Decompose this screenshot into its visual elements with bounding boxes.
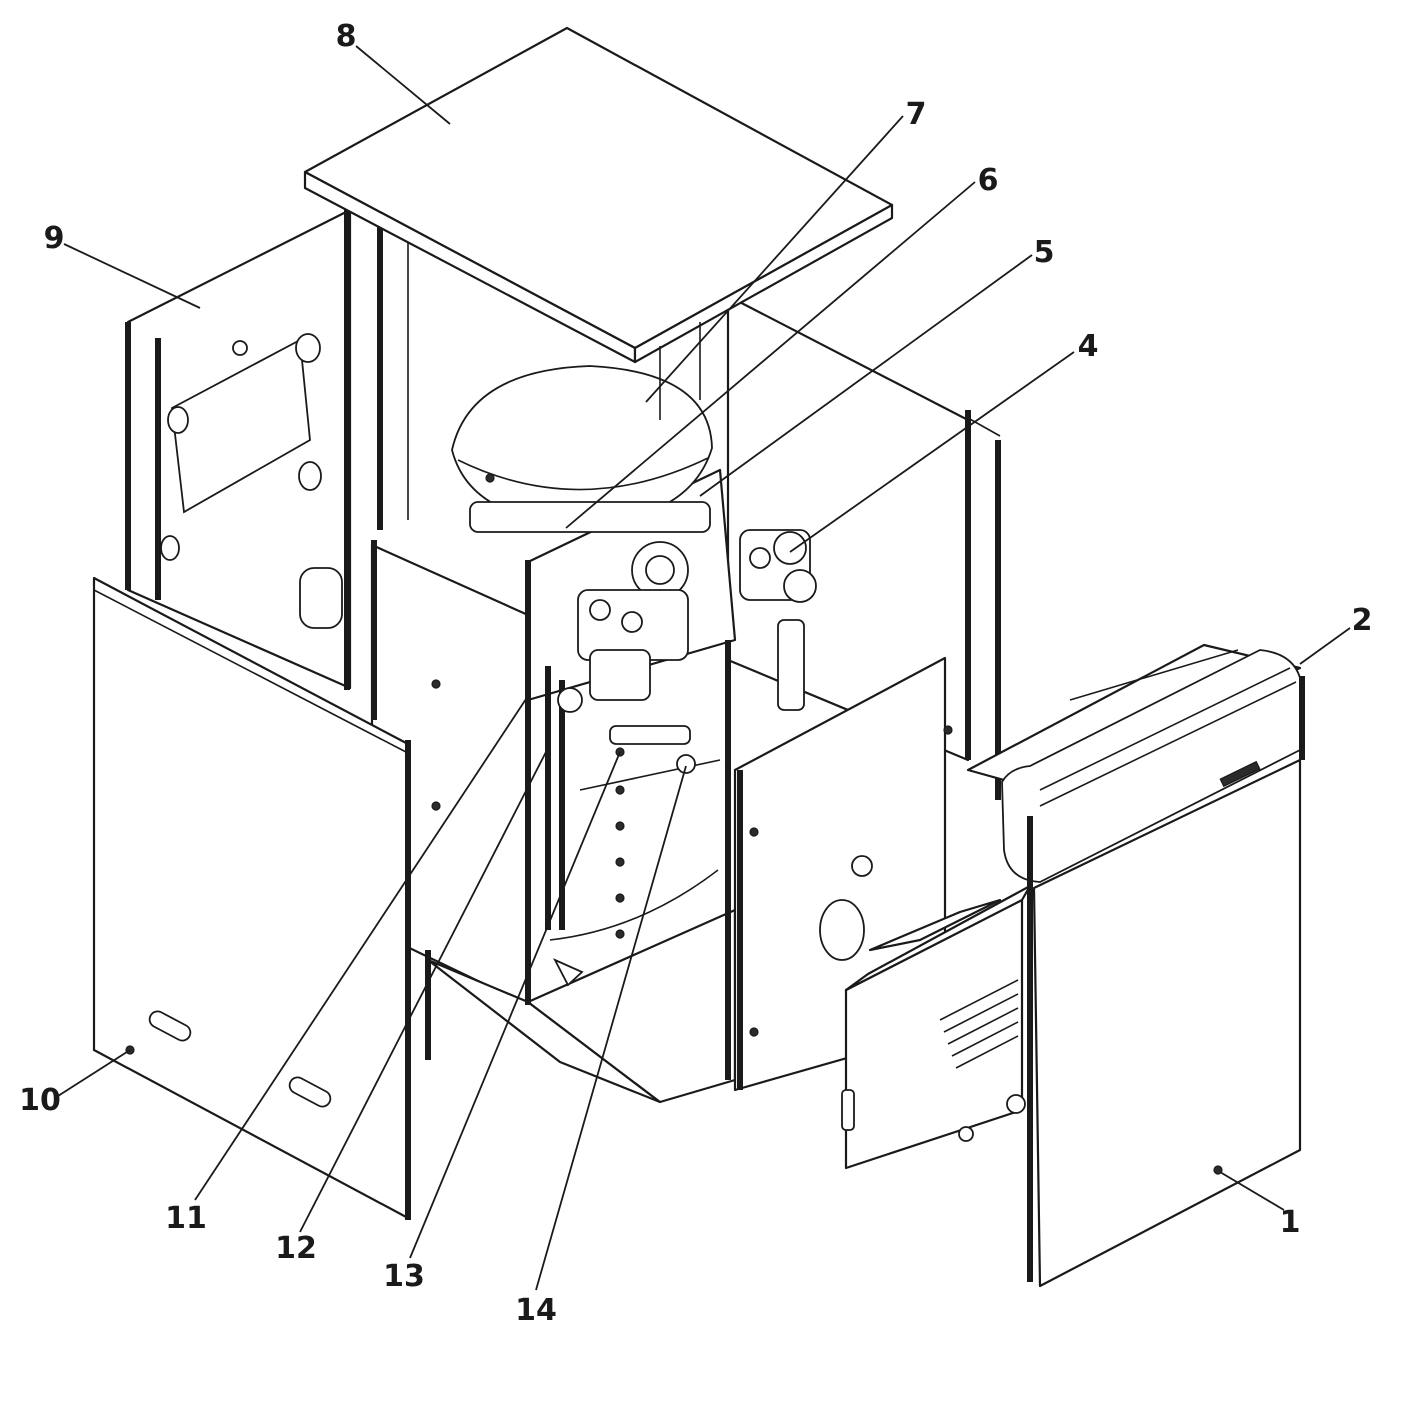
leader-13 [409,751,621,1259]
expansion-vessel [451,365,713,533]
leader-10 [57,1049,131,1097]
top-lid [303,26,894,420]
leader-8 [355,45,451,125]
label-8: 8 [336,19,357,54]
leader-5 [699,254,1033,497]
leader-11 [194,695,529,1201]
control-fascia [966,643,1303,883]
leader-14 [535,765,687,1291]
leader-9 [63,243,201,309]
leader-1 [1219,1171,1285,1211]
label-2: 2 [1352,603,1373,638]
leader-2 [1299,627,1351,665]
leader-6 [565,181,976,529]
leader-12 [299,747,549,1233]
label-6: 6 [978,163,999,198]
label-11: 11 [165,1201,207,1236]
label-9: 9 [44,221,65,256]
leader-7 [645,115,904,403]
rear-left-panel [125,205,352,690]
label-10: 10 [19,1083,61,1118]
label-14: 14 [515,1293,557,1328]
leader-4 [789,351,1075,553]
label-1: 1 [1280,1205,1301,1240]
label-4: 4 [1078,329,1099,364]
front-left-panel [92,576,411,1220]
base-tray [425,908,737,1104]
leader-lines [57,45,1351,1291]
label-13: 13 [383,1259,425,1294]
label-5: 5 [1034,235,1055,270]
front-right-panel [1027,676,1305,1288]
hydraulic-group [557,529,817,939]
label-7: 7 [906,97,927,132]
label-12: 12 [275,1231,317,1266]
part-labels: 1 2 4 5 6 7 8 9 10 11 12 13 14 [19,19,1372,1328]
